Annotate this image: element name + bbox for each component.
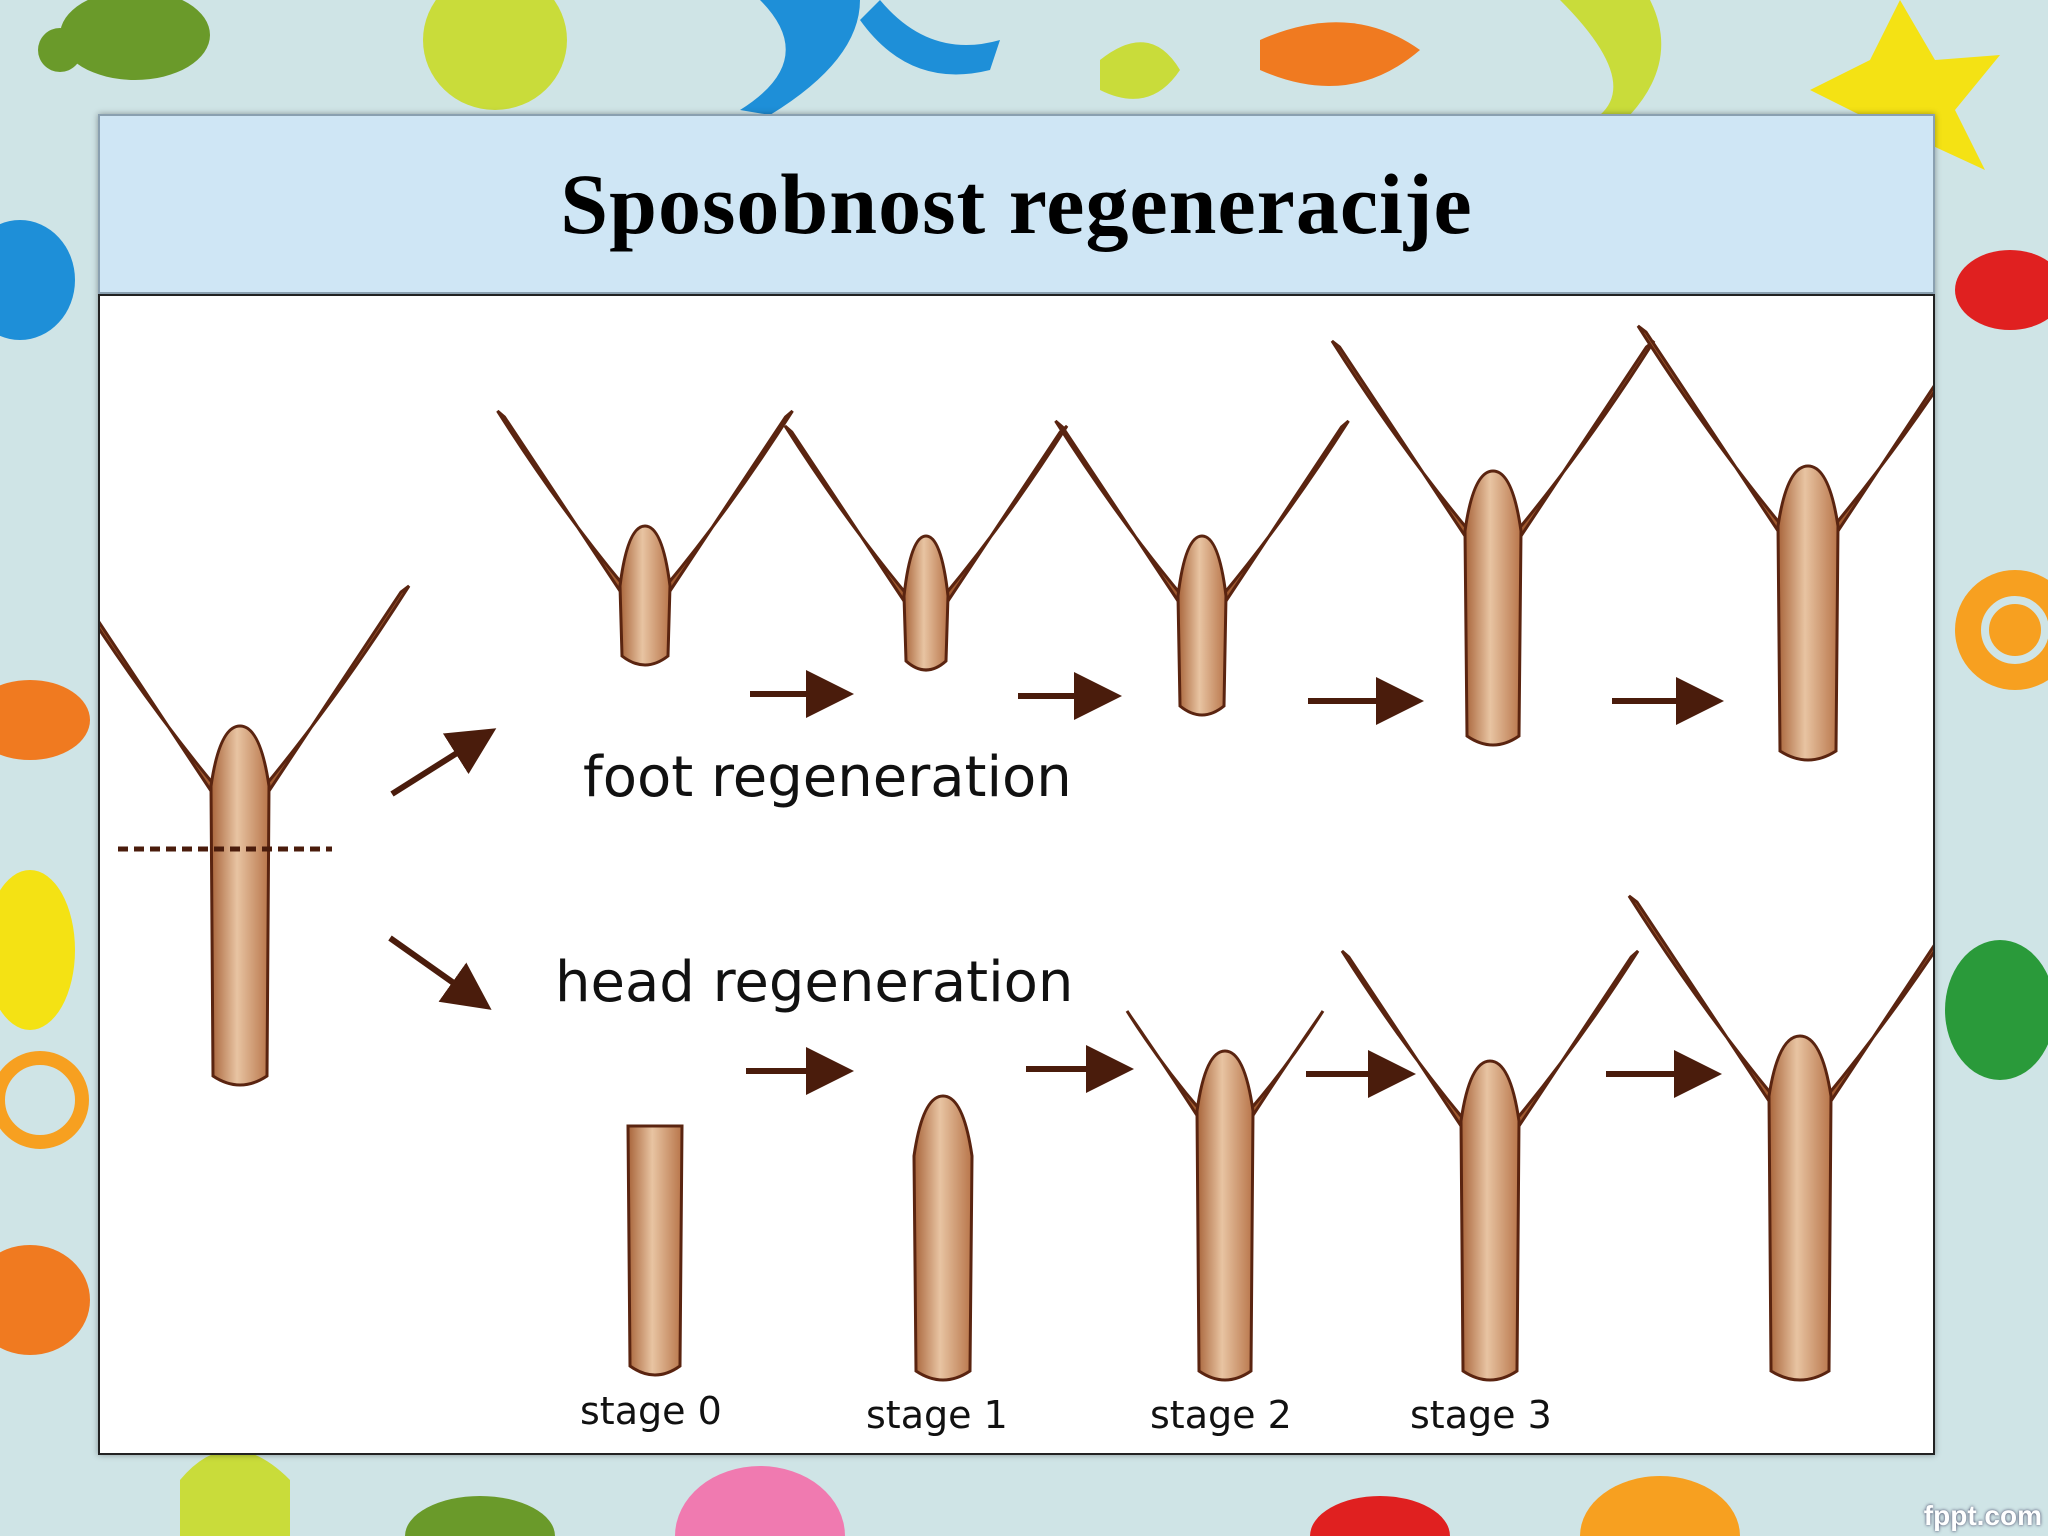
stage-label: stage 0 xyxy=(580,1389,722,1433)
slide: Sposobnost regeneracije foot regeneratio… xyxy=(98,114,1935,1455)
turtle-icon xyxy=(1945,940,2048,1080)
stage-label: stage 1 xyxy=(866,1393,1008,1437)
regeneration-diagram: foot regeneration head regeneration stag… xyxy=(100,324,1933,1437)
title-bar: Sposobnost regeneracije xyxy=(98,114,1935,294)
fish-icon xyxy=(1260,22,1420,86)
hydra-foot-stage xyxy=(1054,419,1350,717)
hydra-original xyxy=(100,584,411,1087)
hydra-foot-stage xyxy=(783,424,1069,672)
stage-label: stage 3 xyxy=(1410,1393,1552,1437)
hydra-head-stage-0 xyxy=(626,1124,684,1377)
squid-icon xyxy=(180,1450,290,1536)
hydra-head-stage-2 xyxy=(1125,1010,1325,1382)
snail-icon xyxy=(1955,570,2048,690)
foot-regeneration-label: foot regeneration xyxy=(583,745,1072,810)
arrow-icon xyxy=(390,728,497,797)
hydra-head-stage-3 xyxy=(1340,949,1640,1382)
watermark: fppt.com xyxy=(1923,1500,2042,1531)
head-regeneration-label: head regeneration xyxy=(555,950,1073,1015)
fish-icon xyxy=(0,1245,90,1355)
hydra-head-stage-1 xyxy=(912,1094,974,1382)
jellyfish-icon xyxy=(675,1466,845,1536)
shell-icon xyxy=(423,0,567,110)
octopus-icon xyxy=(740,0,1000,115)
hydra-head-regenerated xyxy=(1627,894,1933,1382)
squid-icon xyxy=(1100,0,1662,115)
regeneration-figure: foot regeneration head regeneration stag… xyxy=(98,294,1935,1455)
hydra-foot-stage xyxy=(496,409,794,667)
shell-icon xyxy=(1580,1476,1740,1536)
arrow-icon xyxy=(388,935,492,1010)
slide-title: Sposobnost regeneracije xyxy=(560,156,1473,252)
turtle-icon xyxy=(38,0,210,80)
jellyfish-icon xyxy=(0,220,75,340)
stage-label: stage 2 xyxy=(1150,1393,1292,1437)
starfish-icon xyxy=(1810,0,2000,185)
hydra-foot-stage xyxy=(1636,324,1933,762)
crab-icon xyxy=(1955,250,2048,330)
seahorse-icon xyxy=(0,870,89,1149)
crab-icon xyxy=(1310,1496,1450,1536)
turtle-icon xyxy=(405,1496,555,1536)
hydra-foot-stage xyxy=(1330,339,1656,747)
fish-icon xyxy=(0,680,90,760)
